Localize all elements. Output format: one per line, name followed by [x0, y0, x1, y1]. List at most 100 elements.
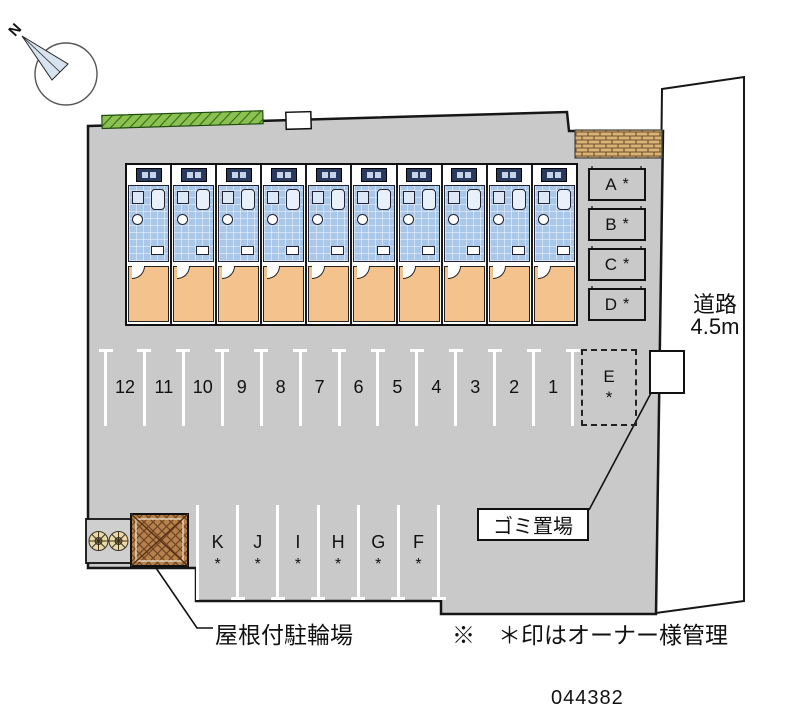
space-letter: B — [605, 214, 617, 234]
unit-wet-area — [353, 185, 395, 262]
door-arc-icon — [132, 266, 145, 279]
balcony-box — [225, 168, 252, 182]
apartment-unit — [172, 165, 218, 324]
owner-mark: * — [214, 555, 221, 573]
stove-icon — [511, 246, 525, 255]
space-number: 3 — [470, 377, 481, 397]
garbage-area-box — [649, 350, 685, 394]
toilet-icon — [222, 214, 234, 225]
parking-space: 5 — [379, 349, 424, 426]
parking-space: 1 — [535, 349, 580, 426]
bathtub-icon — [376, 189, 391, 210]
stove-icon — [151, 246, 165, 255]
sink-icon — [357, 191, 370, 204]
bathtub-icon — [151, 189, 166, 210]
apartment-unit — [127, 165, 173, 324]
unit-wet-area — [443, 185, 485, 262]
balcony-box — [315, 168, 342, 182]
unit-living-room — [398, 266, 440, 322]
parking-space: K * — [196, 505, 245, 600]
parking-space: 11 — [146, 349, 191, 426]
balcony-box — [451, 168, 478, 182]
parking-row-numbered: 12 11 10 9 8 7 6 5 4 3 2 1 — [98, 349, 580, 426]
owner-mark: * — [622, 175, 629, 193]
sink-icon — [177, 191, 190, 204]
toilet-icon — [267, 214, 279, 225]
bathtub-icon — [421, 189, 436, 210]
carport-space-a: A * — [588, 168, 646, 201]
unit-wet-area — [218, 185, 260, 262]
unit-living-room — [263, 266, 305, 322]
sink-icon — [447, 191, 460, 204]
space-number: 10 — [192, 377, 213, 397]
door-arc-icon — [267, 266, 281, 279]
door-arc-icon — [537, 266, 551, 279]
space-number: 1 — [548, 377, 559, 397]
unit-wet-area — [398, 185, 440, 262]
space-number: 11 — [154, 377, 174, 397]
parking-space: 2 — [496, 349, 541, 426]
space-number: 8 — [275, 377, 286, 397]
space-letter: A — [605, 174, 617, 194]
space-letter: H — [331, 531, 345, 552]
parking-space: 4 — [418, 349, 463, 426]
parking-space: 10 — [185, 349, 230, 426]
unit-living-room — [218, 266, 260, 322]
brick-area — [574, 129, 663, 159]
building-units — [125, 163, 578, 326]
balcony-box — [496, 168, 523, 182]
bathtub-icon — [241, 189, 256, 210]
unit-living-room — [443, 266, 485, 322]
parking-row-lettered: K * J * I * H * G * F * — [196, 505, 446, 600]
unit-wet-area — [533, 185, 575, 262]
space-letter: G — [371, 531, 386, 552]
parking-space: 12 — [98, 349, 152, 426]
space-number: 7 — [314, 377, 325, 397]
door-arc-icon — [312, 266, 326, 279]
planting-strip — [101, 110, 264, 130]
bathtub-icon — [556, 189, 571, 210]
stove-icon — [241, 246, 255, 255]
door-arc-icon — [222, 266, 236, 279]
parking-space: 9 — [224, 349, 269, 426]
apartment-unit — [443, 165, 488, 324]
unit-wet-area — [488, 185, 530, 262]
toilet-icon — [312, 214, 324, 225]
apartment-unit — [488, 165, 533, 324]
unit-wet-area — [173, 185, 215, 262]
sink-icon — [312, 191, 325, 204]
space-letter: K — [211, 531, 224, 552]
bathtub-icon — [331, 189, 346, 210]
unit-living-room — [353, 266, 395, 322]
parking-space: 3 — [457, 349, 502, 426]
apartment-unit — [307, 165, 353, 324]
balcony-box — [135, 168, 162, 182]
sink-icon — [267, 191, 280, 204]
space-letter: C — [604, 254, 618, 274]
apartment-unit — [533, 165, 576, 324]
road-name-label: 道路 — [692, 292, 737, 317]
road-area — [654, 75, 745, 615]
parking-space: I * — [279, 505, 326, 600]
owner-mark: * — [294, 555, 302, 573]
stove-icon — [286, 246, 300, 255]
parking-space-e: E * — [581, 349, 637, 426]
unit-living-room — [488, 266, 530, 322]
bicycle-leader-line — [153, 564, 213, 629]
space-letter: I — [295, 531, 301, 552]
balcony-box — [406, 168, 433, 182]
stove-icon — [466, 246, 480, 255]
trash-bin-icon — [108, 531, 129, 551]
owner-mark: * — [605, 387, 613, 407]
toilet-icon — [177, 214, 189, 225]
space-number: 5 — [392, 377, 403, 397]
carport-space-d: D * — [588, 288, 646, 321]
space-number: 12 — [114, 377, 135, 397]
space-number: 6 — [353, 377, 364, 397]
space-letter: J — [253, 531, 263, 552]
parking-space: J * — [239, 505, 286, 600]
space-letter: D — [604, 294, 618, 314]
north-compass: N — [8, 20, 98, 106]
apartment-unit — [352, 165, 398, 324]
